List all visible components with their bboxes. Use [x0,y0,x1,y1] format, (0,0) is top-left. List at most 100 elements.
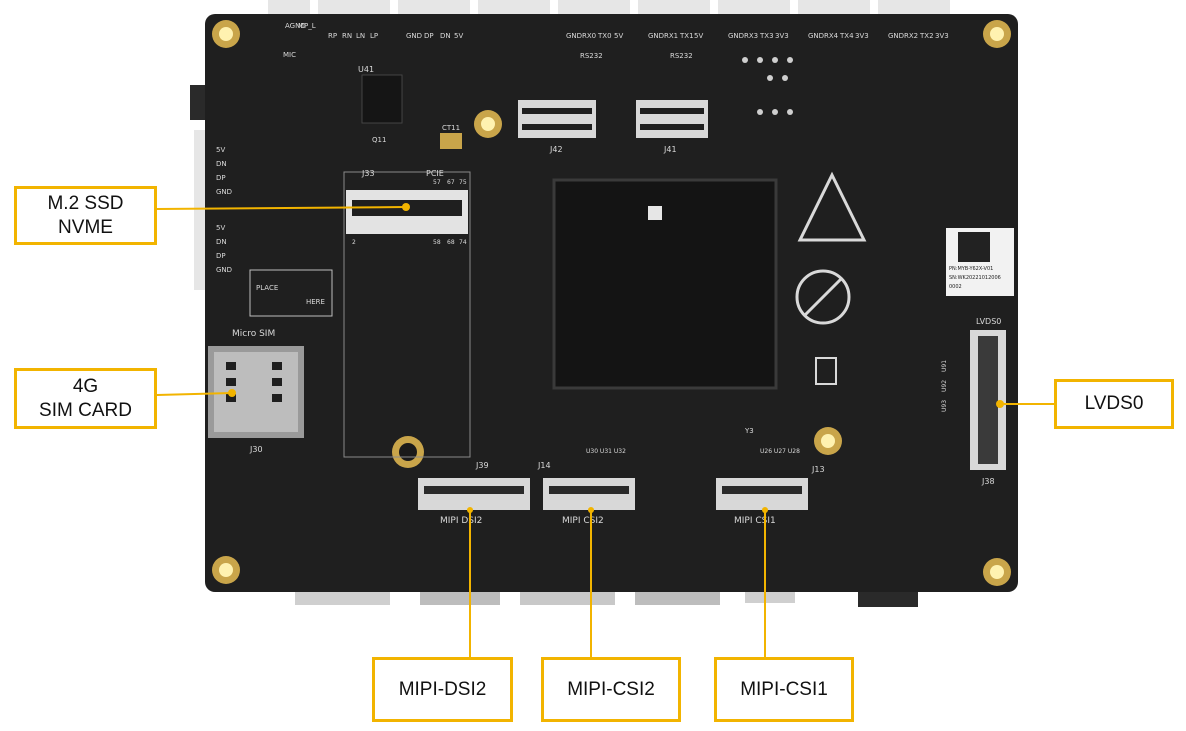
terminal-block-5 [638,0,710,16]
weee-bin-icon [815,357,837,385]
no-touch-icon [795,269,851,325]
uart1-pin-4: 5V [694,32,703,40]
left-usb-a-2: DN [216,160,227,168]
u93-label: U93 [941,400,948,412]
m2-outline [343,171,471,458]
place-here-box [249,269,333,317]
callout-mipi-dsi2: MIPI-DSI2 [372,657,513,722]
uart3-pin-1: GND [728,32,744,40]
pn-label: PN:MYB-Y62X-V01 [949,266,993,272]
audio-terminal-top [268,0,310,16]
left-usb-b-4: GND [216,266,232,274]
callout-mipi-csi2-label: MIPI-CSI2 [567,678,655,700]
callout-4g-sim: 4G SIM CARD [14,368,157,429]
terminal-block-3 [478,0,550,16]
ct11-capacitor [440,133,462,149]
usb-pin-4: 5V [454,32,463,40]
uart1-pin-2: RX1 [664,32,678,40]
j13-label: J13 [811,465,825,474]
m2-pin-58: 58 [433,239,441,246]
mipi-dsi2-silk: MIPI DSI2 [440,516,482,526]
spk-pin-1: RP [328,32,337,40]
callout-mipi-csi2: MIPI-CSI2 [541,657,681,722]
j39-label: J39 [475,461,489,470]
terminal-block-6 [718,0,790,16]
uart4-pin-2: RX4 [824,32,839,40]
terminal-block-1 [318,0,390,16]
left-usb-a-1: 5V [216,146,225,154]
som-module [552,178,778,390]
usb-pin-2: DP [424,32,434,40]
left-usb-a-3: DP [216,174,226,182]
lvds0-silk-label: LVDS0 [976,317,1001,326]
usb-pin-3: DN [440,32,451,40]
u41-chip [361,74,403,124]
m2-top-pin-67: 67 [447,179,455,186]
uart3-pin-2: RX3 [744,32,758,40]
m2-pin-74: 74 [459,239,467,246]
callout-mipi-csi1: MIPI-CSI1 [714,657,854,722]
agnd-label: AGND [285,22,306,30]
sn-label: SN:WK20221012006 [949,275,1001,281]
som-pad [648,206,662,220]
terminal-block-7 [798,0,870,16]
uart2-pin-2: RX2 [904,32,918,40]
qr-code-icon [958,232,990,262]
uart2-pin-3: TX2 [919,32,934,40]
callout-dots [228,203,1004,513]
batch-label: 0002 [949,284,962,290]
header-pads [742,57,793,115]
spk-pin-4: LP [370,32,378,40]
uart1-pin-1: GND [648,32,664,40]
uart0-pin-2: RX0 [582,32,596,40]
uart4-pin-3: TX4 [839,32,854,40]
u92-label: U92 [941,380,948,392]
left-usb-b-3: DP [216,252,226,260]
m2-top-pin-75: 75 [459,179,467,186]
pcie-label: PCIE [426,169,444,178]
uart2-pin-1: GND [888,32,904,40]
uart4-pin-1: GND [808,32,824,40]
left-usb-a-4: GND [216,188,232,196]
uart3-pin-3: TX3 [759,32,774,40]
left-usb-b-2: DN [216,238,227,246]
y3-label: Y3 [744,427,754,435]
terminal-block-2 [398,0,470,16]
spk-pin-3: LN [356,32,365,40]
uart2-pin-4: 3V3 [935,32,949,40]
terminal-block-4 [558,0,630,16]
uart4-pin-4: 3V3 [855,32,869,40]
micro-sim-label: Micro SIM [232,329,275,339]
q11-label: Q11 [372,136,386,144]
mipi-csi2-silk: MIPI CSI2 [562,516,604,526]
m2-pin-68: 68 [447,239,455,246]
j42-connector [518,100,596,138]
left-usb-b-1: 5V [216,224,225,232]
j42-label: J42 [549,145,563,154]
j41-connector [636,100,708,138]
uart0-pin-4: 5V [614,32,623,40]
ct11-label: CT11 [442,124,460,132]
callout-m2-ssd: M.2 SSD NVME [14,186,157,245]
m2-top-pin-57: 57 [433,179,441,186]
j14-label: J14 [537,461,551,470]
u26-28-label: U26 U27 U28 [760,448,800,455]
j30-label: J30 [249,445,263,454]
uart3-pin-4: 3V3 [775,32,789,40]
esd-warning-icon [797,171,867,242]
callout-lvds0-label: LVDS0 [1084,393,1144,415]
uart0-pin-1: GND [566,32,582,40]
u41-label: U41 [358,65,374,74]
here-label: HERE [306,298,325,306]
spk-pin-2: RN [342,32,352,40]
callout-4g-sim-label: 4G SIM CARD [39,376,132,421]
j41-label: J41 [663,145,677,154]
callout-lvds0: LVDS0 [1054,379,1174,429]
j38-label: J38 [981,477,995,486]
mic-label: MIC [283,51,296,59]
j33-label: J33 [361,169,375,178]
uart0-pin-3: TX0 [597,32,612,40]
rs232-label-a: RS232 [580,52,603,60]
callout-mipi-csi1-label: MIPI-CSI1 [740,678,828,700]
